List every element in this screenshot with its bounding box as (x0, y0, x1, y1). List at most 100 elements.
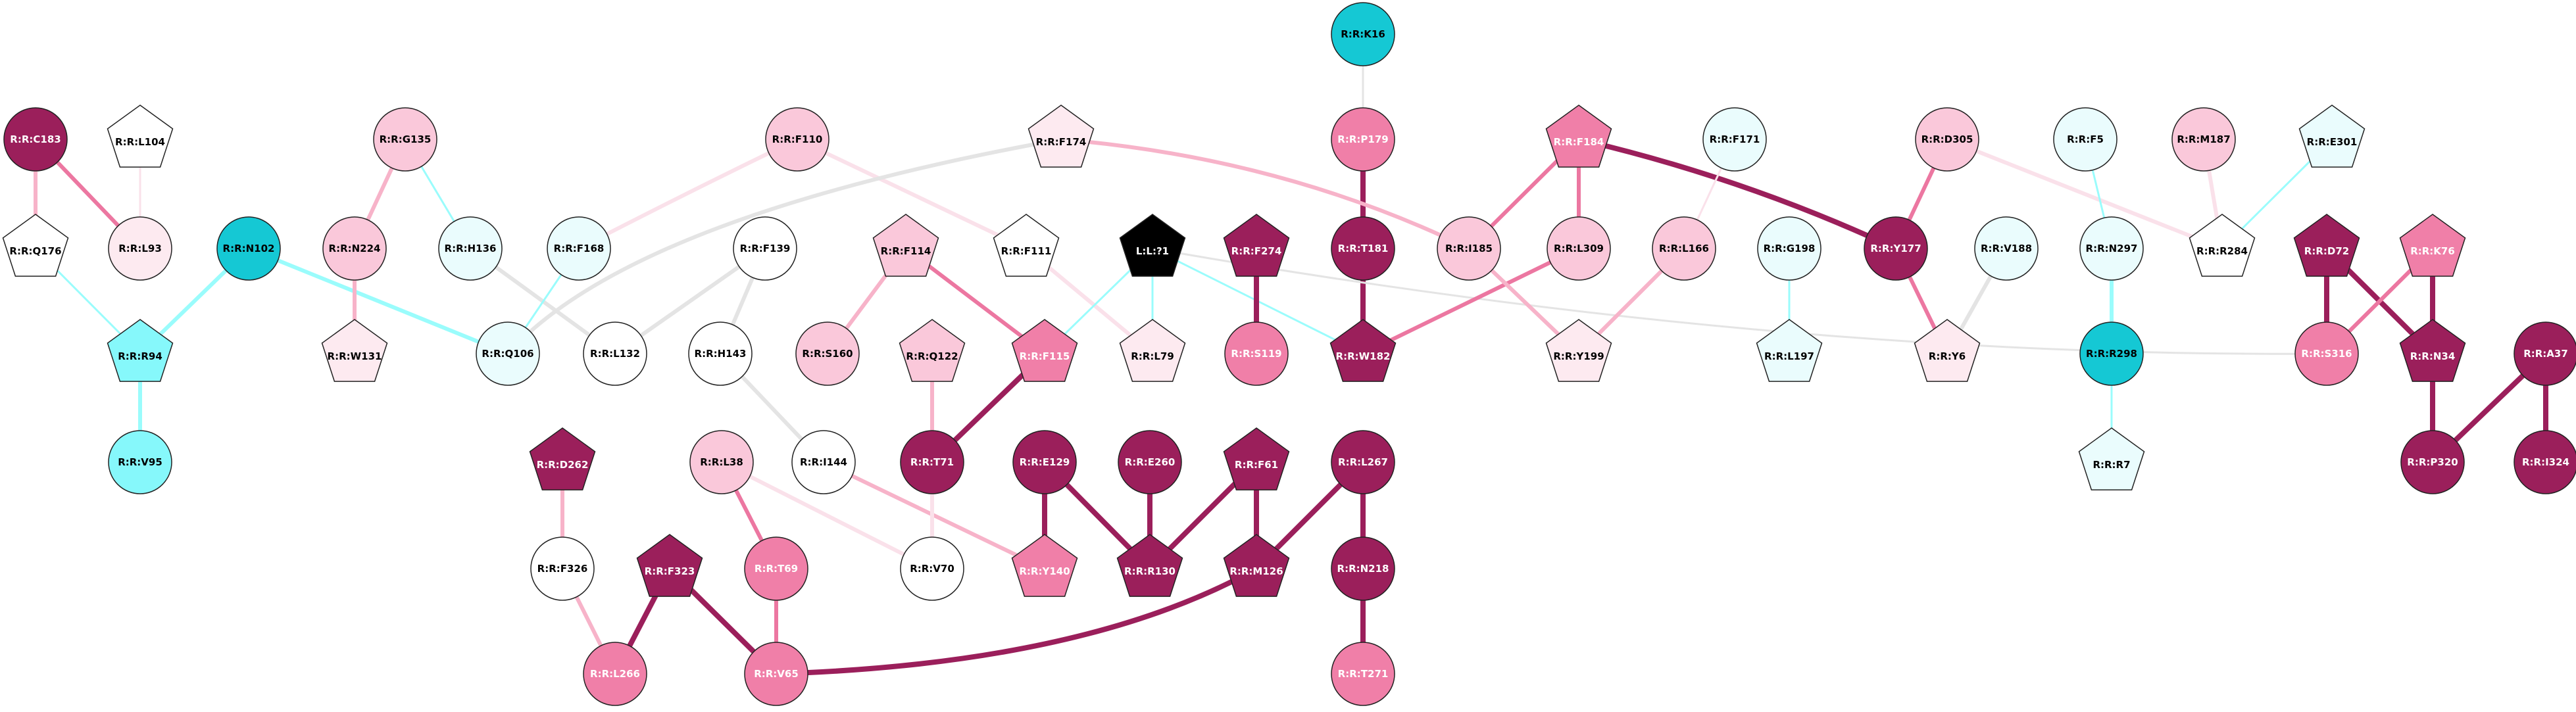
node-label: R:R:R94 (118, 350, 162, 362)
node-r-r-d262[interactable]: R:R:D262 (529, 427, 596, 490)
node-r-r-y199[interactable]: R:R:Y199 (1545, 319, 1612, 382)
node-r-r-m187[interactable]: R:R:M187 (2171, 107, 2236, 172)
node-r-r-r7[interactable]: R:R:R7 (2078, 427, 2145, 490)
node-circle-shape (3, 107, 68, 172)
node-r-r-e301[interactable]: R:R:E301 (2298, 105, 2365, 168)
node-r-r-r284[interactable]: R:R:R284 (2189, 214, 2256, 277)
node-r-r-f326[interactable]: R:R:F326 (530, 536, 595, 601)
node-r-r-n34[interactable]: R:R:N34 (2399, 319, 2466, 382)
node-r-r-f171[interactable]: R:R:F171 (1702, 107, 1767, 172)
node-r-r-t271[interactable]: R:R:T271 (1331, 642, 1395, 706)
node-pentagon-shape (1119, 214, 1186, 277)
node-r-r-g135[interactable]: R:R:G135 (373, 107, 437, 172)
node-r-r-w131[interactable]: R:R:W131 (321, 319, 388, 382)
node-r-r-v95[interactable]: R:R:V95 (108, 430, 172, 494)
node-r-r-f111[interactable]: R:R:F111 (993, 214, 1060, 277)
node-r-r-v188[interactable]: R:R:V188 (1974, 216, 2039, 281)
node-r-r-p320[interactable]: R:R:P320 (2400, 430, 2465, 494)
node-r-r-c183[interactable]: R:R:C183 (3, 107, 68, 172)
edge-r-r-f110-to-r-r-f111 (795, 137, 1028, 250)
node-pentagon-shape (2, 214, 69, 277)
node-r-r-d72[interactable]: R:R:D72 (2293, 214, 2360, 277)
node-r-r-l266[interactable]: R:R:L266 (583, 642, 647, 706)
node-l-l-1[interactable]: L:L:?1 (1119, 214, 1186, 277)
node-r-r-f274[interactable]: R:R:F274 (1223, 214, 1290, 277)
node-r-r-f61[interactable]: R:R:F61 (1223, 427, 1290, 490)
node-r-r-q106[interactable]: R:R:Q106 (476, 321, 540, 386)
node-r-r-y6[interactable]: R:R:Y6 (1914, 319, 1981, 382)
node-r-r-f115[interactable]: R:R:F115 (1011, 319, 1078, 382)
node-r-r-f110[interactable]: R:R:F110 (765, 107, 830, 172)
node-r-r-q122[interactable]: R:R:Q122 (899, 319, 966, 382)
node-r-r-k16[interactable]: R:R:K16 (1331, 2, 1395, 66)
node-r-r-h136[interactable]: R:R:H136 (438, 216, 503, 281)
node-r-r-l166[interactable]: R:R:L166 (1652, 216, 1716, 281)
node-pentagon-shape (1545, 105, 1612, 168)
node-r-r-f323[interactable]: R:R:F323 (636, 534, 703, 597)
node-pentagon-shape (1116, 534, 1183, 597)
node-r-r-i324[interactable]: R:R:I324 (2514, 430, 2576, 494)
node-r-r-v70[interactable]: R:R:V70 (900, 536, 964, 601)
node-r-r-a37[interactable]: R:R:A37 (2514, 321, 2576, 386)
node-r-r-l309[interactable]: R:R:L309 (1547, 216, 1611, 281)
node-label: R:R:T71 (910, 456, 954, 468)
node-r-r-l267[interactable]: R:R:L267 (1331, 430, 1395, 494)
node-r-r-t71[interactable]: R:R:T71 (900, 430, 964, 494)
node-r-r-t181[interactable]: R:R:T181 (1331, 216, 1395, 281)
node-r-r-k76[interactable]: R:R:K76 (2399, 214, 2466, 277)
node-r-r-l79[interactable]: R:R:L79 (1119, 319, 1186, 382)
node-r-r-l93[interactable]: R:R:L93 (108, 216, 172, 281)
node-r-r-p179[interactable]: R:R:P179 (1331, 107, 1395, 172)
node-r-r-r130[interactable]: R:R:R130 (1116, 534, 1183, 597)
node-r-r-h143[interactable]: R:R:H143 (688, 321, 753, 386)
node-r-r-e129[interactable]: R:R:E129 (1012, 430, 1077, 494)
node-circle-shape (530, 536, 595, 601)
node-circle-shape (1331, 430, 1395, 494)
node-r-r-s119[interactable]: R:R:S119 (1224, 321, 1289, 386)
node-pentagon-shape (899, 319, 966, 382)
node-r-r-f184[interactable]: R:R:F184 (1545, 105, 1612, 168)
node-r-r-y140[interactable]: R:R:Y140 (1011, 534, 1078, 597)
node-r-r-w182[interactable]: R:R:W182 (1329, 319, 1397, 382)
node-r-r-s316[interactable]: R:R:S316 (2294, 321, 2359, 386)
node-r-r-v65[interactable]: R:R:V65 (744, 642, 808, 706)
node-label: R:R:K76 (2410, 245, 2455, 257)
node-circle-shape (1331, 642, 1395, 706)
node-r-r-n224[interactable]: R:R:N224 (322, 216, 387, 281)
node-r-r-t69[interactable]: R:R:T69 (744, 536, 808, 601)
node-r-r-l38[interactable]: R:R:L38 (689, 430, 754, 494)
node-r-r-g198[interactable]: R:R:G198 (1757, 216, 1821, 281)
node-r-r-n297[interactable]: R:R:N297 (2079, 216, 2144, 281)
edge-r-r-m126-to-r-r-v65 (774, 566, 1259, 676)
node-r-r-n218[interactable]: R:R:N218 (1331, 536, 1395, 601)
node-r-r-m126[interactable]: R:R:M126 (1223, 534, 1290, 597)
node-label: R:R:L132 (590, 348, 640, 360)
node-label: R:R:F110 (772, 133, 823, 145)
node-r-r-f168[interactable]: R:R:F168 (547, 216, 611, 281)
node-r-r-r298[interactable]: R:R:R298 (2079, 321, 2144, 386)
node-r-r-q176[interactable]: R:R:Q176 (2, 214, 69, 277)
node-label: R:R:N224 (329, 243, 381, 254)
node-r-r-l104[interactable]: R:R:L104 (107, 105, 174, 168)
node-r-r-f5[interactable]: R:R:F5 (2053, 107, 2118, 172)
node-r-r-f139[interactable]: R:R:F139 (733, 216, 797, 281)
node-r-r-r94[interactable]: R:R:R94 (107, 319, 174, 382)
node-label: R:R:Q176 (9, 245, 61, 257)
node-label: R:R:H143 (695, 348, 747, 360)
node-r-r-f114[interactable]: R:R:F114 (872, 214, 939, 277)
node-r-r-n102[interactable]: R:R:N102 (216, 216, 281, 281)
node-r-r-e260[interactable]: R:R:E260 (1118, 430, 1182, 494)
node-r-r-l132[interactable]: R:R:L132 (583, 321, 647, 386)
node-r-r-f174[interactable]: R:R:F174 (1028, 105, 1095, 168)
node-r-r-d305[interactable]: R:R:D305 (1915, 107, 1979, 172)
node-label: R:R:R7 (2093, 459, 2130, 471)
node-r-r-y177[interactable]: R:R:Y177 (1864, 216, 1928, 281)
node-r-r-l197[interactable]: R:R:L197 (1756, 319, 1823, 382)
node-r-r-i185[interactable]: R:R:I185 (1437, 216, 1501, 281)
node-r-r-s160[interactable]: R:R:S160 (795, 321, 860, 386)
node-label: R:R:L93 (118, 243, 162, 254)
node-circle-shape (1331, 107, 1395, 172)
node-r-r-i144[interactable]: R:R:I144 (791, 430, 856, 494)
node-label: R:R:L79 (1131, 350, 1174, 362)
node-circle-shape (2294, 321, 2359, 386)
